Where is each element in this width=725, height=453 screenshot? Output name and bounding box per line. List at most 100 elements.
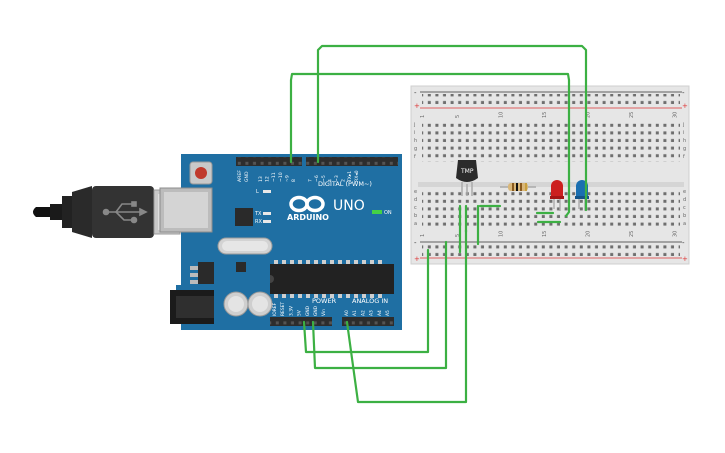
power-pin-label: GND — [305, 305, 311, 316]
column-number: 30 — [672, 112, 678, 118]
row-letter: j — [413, 122, 415, 128]
digital-pin-label: ~3 — [334, 175, 340, 182]
digital-pin-label: 12 — [265, 176, 271, 182]
digital-pin-label: TX▸1 — [347, 171, 353, 183]
digital-pin-label: RX◂0 — [354, 170, 360, 182]
bottom-minus-right: - — [682, 239, 685, 247]
model-label: UNO — [333, 198, 365, 214]
analog-header-label: ANALOG IN — [352, 297, 388, 305]
row-letter: i — [414, 130, 415, 136]
analog-pin-header[interactable] — [342, 317, 394, 326]
analog-pin-label: A5 — [385, 310, 391, 316]
digital-pin-label: 2 — [341, 179, 347, 182]
row-letter: b — [683, 213, 686, 219]
column-number: 25 — [629, 231, 635, 237]
power-pin-header[interactable] — [270, 317, 332, 326]
analog-pin-label: A4 — [377, 310, 383, 316]
row-letter: d — [414, 197, 417, 203]
usb-chip — [235, 208, 253, 226]
row-letter: e — [414, 189, 417, 195]
wire-pin12-to-red-led[interactable] — [289, 72, 571, 218]
digital-pin-label: 4 — [327, 179, 333, 182]
capacitor-1 — [223, 291, 249, 317]
arduino-logo-icon — [289, 195, 325, 213]
row-letter: b — [414, 213, 417, 219]
row-letter: c — [414, 205, 417, 211]
wire-gnd-to-rail[interactable] — [311, 240, 448, 370]
top-plus-left: + — [414, 102, 420, 110]
digital-header-label: DIGITAL (PWM~) — [318, 180, 372, 188]
usb-icon — [102, 201, 148, 224]
bottom-minus-left: - — [414, 239, 417, 247]
power-pin-label: GND — [313, 305, 319, 316]
column-number: 5 — [455, 115, 461, 118]
column-number: 15 — [542, 112, 548, 118]
row-letter: h — [683, 138, 686, 144]
analog-pin-label: A3 — [369, 310, 375, 316]
wire-a0-to-sensor[interactable] — [345, 228, 468, 404]
row-letter: c — [683, 205, 686, 211]
bottom-plus-left: + — [414, 255, 420, 263]
column-number: 30 — [672, 231, 678, 237]
analog-pin-label: A2 — [360, 310, 366, 316]
capacitor-2 — [247, 291, 273, 317]
digital-pin-label: 8 — [291, 179, 297, 182]
row-letter: d — [683, 197, 686, 203]
column-number: 10 — [498, 231, 504, 237]
upper-terminal-strips[interactable] — [422, 122, 680, 162]
center-channel — [418, 182, 684, 187]
power-pin-label: IOREF — [272, 302, 278, 316]
top-minus-right: - — [682, 89, 685, 97]
l-led-label: L — [256, 189, 259, 195]
row-letter: g — [414, 146, 417, 152]
top-power-rail[interactable] — [422, 94, 680, 106]
column-number: 20 — [585, 231, 591, 237]
power-pin-label: 5V — [297, 310, 303, 316]
wire-pin9-to-blue-led[interactable] — [316, 44, 588, 212]
digital-pin-label: 7 — [308, 179, 314, 182]
wire-5v-to-rail[interactable] — [302, 248, 430, 354]
arduino-uno-board[interactable]: DIGITAL (PWM~) POWER ANALOG IN ARDUINO U… — [159, 154, 402, 330]
digital-pin-label: 13 — [258, 176, 264, 182]
wires — [289, 44, 588, 404]
row-letter: j — [682, 122, 684, 128]
on-led-label: ON — [384, 210, 392, 216]
row-letter: h — [414, 138, 417, 144]
column-number: 1 — [420, 115, 426, 118]
row-letter: a — [683, 221, 686, 227]
power-pin-label: 3.3V — [288, 306, 294, 316]
on-led — [372, 210, 382, 214]
column-number: 15 — [542, 231, 548, 237]
row-letter: g — [683, 146, 686, 152]
reset-button[interactable] — [189, 161, 213, 185]
tx-label: TX — [254, 211, 262, 217]
column-number: 10 — [498, 112, 504, 118]
row-letter: e — [683, 189, 686, 195]
power-pin-label: RESET — [280, 302, 286, 316]
brand-label: ARDUINO — [287, 213, 329, 222]
resistor[interactable] — [500, 183, 536, 191]
red-led[interactable] — [550, 180, 564, 211]
analog-pin-label: A0 — [344, 310, 350, 316]
digital-pin-label: ~10 — [278, 172, 284, 182]
column-number: 20 — [585, 112, 591, 118]
top-minus-left: - — [414, 89, 417, 97]
temp-sensor-label: TMP — [460, 168, 474, 175]
column-number: 1 — [420, 234, 426, 237]
top-plus-right: + — [682, 102, 688, 110]
row-letter: f — [683, 154, 685, 160]
temperature-sensor[interactable]: TMP — [456, 160, 478, 196]
bottom-plus-right: + — [682, 255, 688, 263]
rx-label: RX — [255, 219, 262, 225]
usb-cable — [33, 186, 181, 238]
digital-pin-label: ~5 — [321, 175, 327, 182]
bottom-power-rail[interactable] — [422, 244, 680, 256]
digital-pin-label: ~6 — [314, 175, 320, 182]
